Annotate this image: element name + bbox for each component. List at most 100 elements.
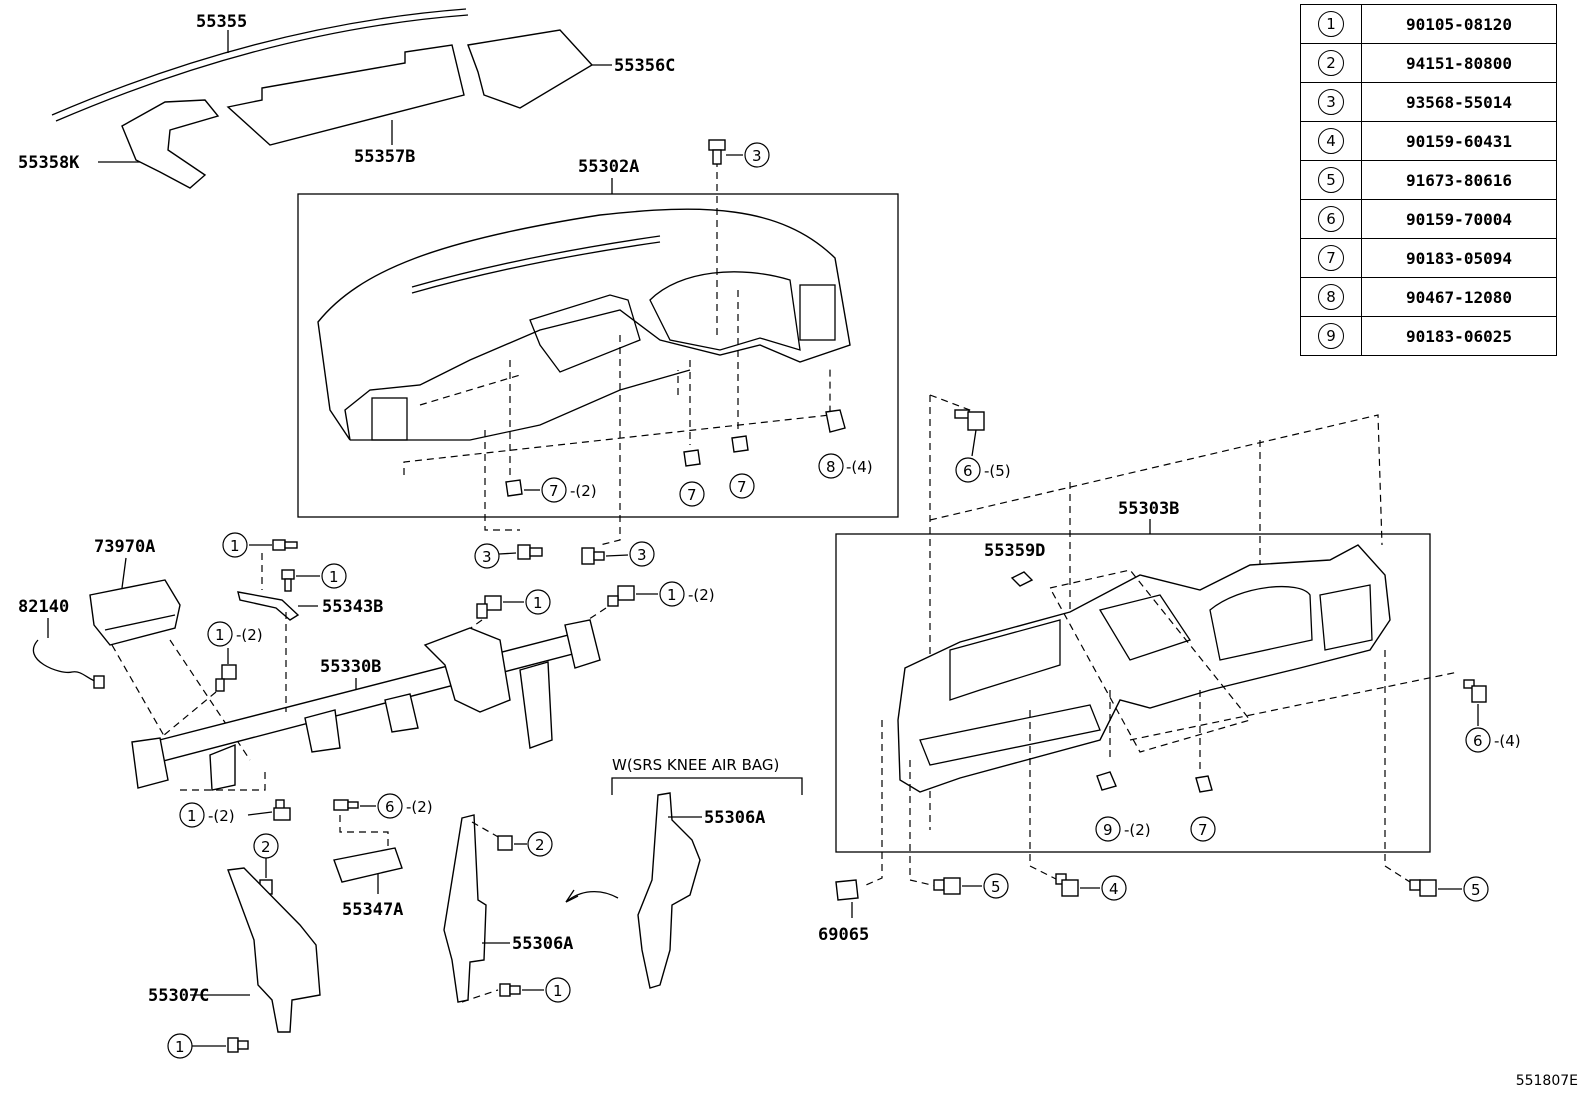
leader-73970A [121,557,127,589]
part-55330B-reinforcement [131,619,601,791]
caption-bracket [611,777,803,795]
qty-7: -(2) [570,482,597,500]
reference-part-number: 90183-06025 [1361,316,1557,356]
part-55306A-brace [443,814,487,1003]
part-55302A-dashboard [317,208,851,441]
bolt-icon [1055,873,1079,897]
reference-index: 2 [1318,50,1344,76]
callout-1-text: 1 [533,594,543,612]
label-55306A-upper: 55306A [704,808,765,828]
dashed-leader [461,989,499,1003]
reference-part-number: 93568-55014 [1361,82,1557,122]
callout-6-text: 6 [1473,732,1483,750]
callout-5-text: 5 [991,878,1001,896]
callout-7-text: 7 [687,486,697,504]
part-55306A-knee-brace [637,792,701,989]
dashed-leader [865,720,883,886]
callout-4-text: 4 [1109,880,1119,898]
dashed-leader [1029,710,1059,881]
label-55358K: 55358K [18,153,80,173]
callout-6-text: 6 [963,462,973,480]
label-55306A-lower: 55306A [512,934,573,954]
part-55355-strip [51,8,469,122]
bolt-icon [215,664,237,692]
qty-6: -(2) [406,798,433,816]
callout-1-text: 1 [329,568,339,586]
callout-9-text: 9 [1103,821,1113,839]
screw-icon [708,139,726,165]
leader [605,554,629,557]
bolt-icon [1409,879,1437,897]
reference-part-number: 90105-08120 [1361,4,1557,44]
dashed-leader [180,770,266,791]
part-55347A-bracket [333,847,403,883]
label-69065: 69065 [818,925,869,945]
reference-index-cell: 3 [1300,82,1362,122]
reference-index: 8 [1318,284,1344,310]
reference-index-cell: 5 [1300,160,1362,200]
reference-part-number: 91673-80616 [1361,160,1557,200]
qty-6: -(5) [984,462,1011,480]
screw-icon [272,539,298,551]
clip-icon [825,409,846,433]
label-73970A: 73970A [94,537,155,557]
callout-3-text: 3 [752,147,762,165]
leader [247,811,273,816]
leader [498,552,517,555]
qty-1: -(2) [236,626,263,644]
label-55303B: 55303B [1118,499,1179,519]
callout-9 [1095,816,1121,842]
callout-7 [679,481,705,507]
dashed-leader [339,815,389,850]
callout-1 [207,621,233,647]
callout-1 [545,977,571,1003]
qty-1: -(2) [208,807,235,825]
reference-index: 5 [1318,167,1344,193]
reference-index-cell: 2 [1300,43,1362,83]
callout-3 [744,142,770,168]
box-55302A [297,193,899,518]
callout-5 [983,873,1009,899]
bolt-icon [499,983,521,997]
callout-1 [179,802,205,828]
arrowhead-icon [565,889,579,903]
callout-7 [541,477,567,503]
part-55303B-dashboard-lower [897,544,1391,793]
callout-1 [525,589,551,615]
screw-icon [281,569,295,592]
part-55359D [1010,571,1034,587]
callout-4 [1101,875,1127,901]
callout-7-text: 7 [1198,821,1208,839]
part-82140-wire [32,639,99,683]
dashed-leader [111,644,176,756]
part-55307C-brace [227,867,321,1033]
bolt-icon [333,799,359,811]
callout-3-text: 3 [637,546,647,564]
reference-part-number: 90159-70004 [1361,199,1557,239]
reference-part-number: 90467-12080 [1361,277,1557,317]
nut-icon [1195,775,1213,793]
reference-row: 5 91673-80616 [1300,160,1557,200]
callout-6 [955,457,981,483]
label-55355: 55355 [196,12,247,32]
dashed-leaders-55302A [403,160,831,546]
callout-2 [527,831,553,857]
callout-1-text: 1 [667,586,677,604]
reference-index-cell: 6 [1300,199,1362,239]
qty-9: -(2) [1124,821,1151,839]
callout-7 [729,473,755,499]
dashed-leader [471,821,501,839]
arrow-icon [565,891,619,903]
part-55343B-bracket [237,591,300,621]
nut-icon [505,479,523,497]
reference-row: 8 90467-12080 [1300,277,1557,317]
reference-part-number: 90159-60431 [1361,121,1557,161]
label-55359D: 55359D [984,541,1045,561]
part-73970A-airbag [89,579,181,646]
